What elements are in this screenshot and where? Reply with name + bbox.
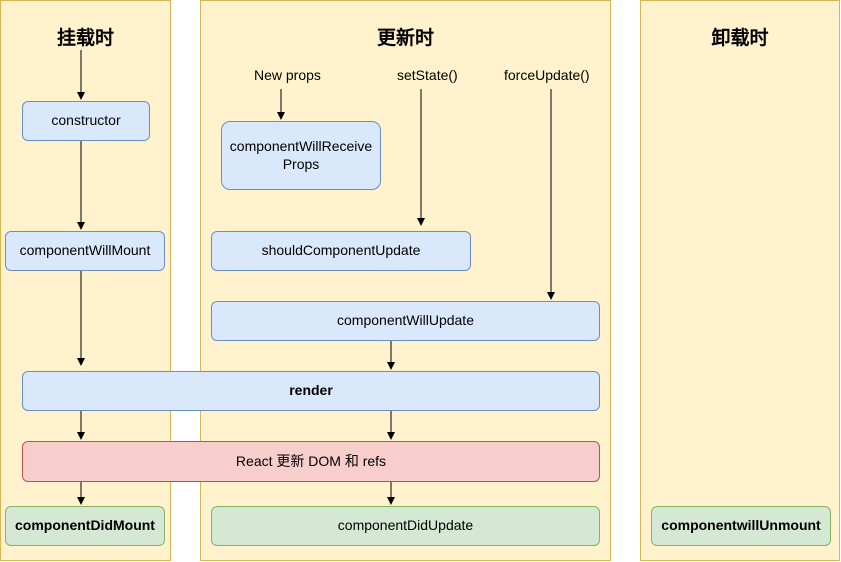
node-component-did-update: componentDidUpdate — [211, 506, 600, 546]
node-component-will-mount: componentWillMount — [5, 231, 165, 271]
lane-unmount — [640, 0, 840, 561]
lane-title-unmount: 卸载时 — [711, 28, 769, 49]
node-render: render — [22, 371, 600, 411]
node-component-will-receive-props: componentWillReceive Props — [221, 121, 381, 190]
node-component-will-update: componentWillUpdate — [211, 301, 600, 341]
lane-title-mount: 挂载时 — [56, 28, 114, 49]
trigger-set-state: setState() — [397, 67, 458, 83]
node-should-component-update: shouldComponentUpdate — [211, 231, 471, 271]
lane-title-update: 更新时 — [376, 28, 434, 49]
node-react-update-dom: React 更新 DOM 和 refs — [22, 441, 600, 482]
trigger-new-props: New props — [254, 67, 321, 83]
node-component-did-mount: componentDidMount — [5, 506, 165, 546]
trigger-force-update: forceUpdate() — [504, 67, 590, 83]
node-component-will-unmount: componentwillUnmount — [651, 506, 831, 546]
node-constructor: constructor — [22, 101, 150, 141]
